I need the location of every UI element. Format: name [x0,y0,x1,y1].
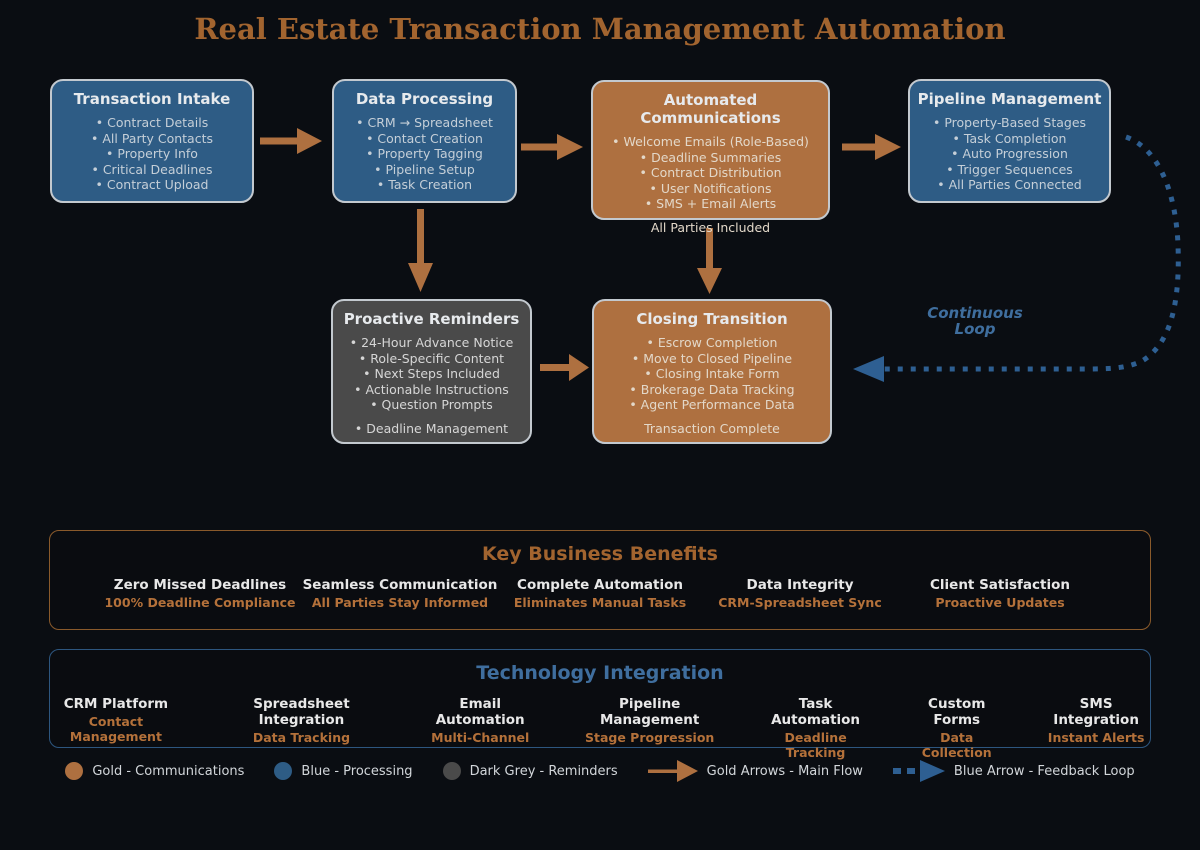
technology-item: Pipeline Management Stage Progression [584,696,715,745]
node-item: Actionable Instructions [339,382,524,397]
benefit-item: Zero Missed Deadlines 100% Deadline Comp… [104,577,296,610]
page-title: Real Estate Transaction Management Autom… [194,12,1006,46]
node-item: Property-Based Stages [916,115,1103,130]
node-item: Question Prompts [339,397,524,412]
node-item: Task Completion [916,131,1103,146]
node-closing-transition: Closing Transition Escrow Completion Mov… [592,299,832,444]
legend-item-feedback-loop: Blue Arrow - Feedback Loop [892,758,1135,784]
node-transaction-intake: Transaction Intake Contract Details All … [50,79,254,203]
technology-item: Email Automation Multi-Channel [431,696,530,745]
arrow-processing-to-communications-icon [521,134,583,160]
node-item: Next Steps Included [339,366,524,381]
legend-item-blue: Blue - Processing [274,762,413,780]
arrow-reminders-to-closing-icon [540,354,589,381]
node-item: SMS + Email Alerts [599,196,822,211]
node-item: Agent Performance Data [600,397,824,412]
benefit-item: Complete Automation Eliminates Manual Ta… [513,577,687,610]
technology-item: Task Automation Deadline Tracking [771,696,861,760]
node-item: User Notifications [599,181,822,196]
node-item: All Party Contacts [58,131,246,146]
technology-item: Spreadsheet Integration Data Tracking [252,696,351,745]
benefits-panel: Key Business Benefits Zero Missed Deadli… [49,530,1151,630]
node-item: 24-Hour Advance Notice [339,335,524,350]
legend-item-main-flow: Gold Arrows - Main Flow [647,758,863,784]
benefit-item: Client Satisfaction Proactive Updates [930,577,1070,610]
node-title: Automated Communications [640,91,781,127]
grey-circle-icon [442,762,461,780]
node-title: Closing Transition [636,310,788,328]
node-item: Move to Closed Pipeline [600,351,824,366]
node-pipeline-management: Pipeline Management Property-Based Stage… [908,79,1111,203]
node-title: Transaction Intake [73,90,231,108]
node-item: Trigger Sequences [916,162,1103,177]
node-title: Pipeline Management [917,90,1102,108]
node-item: Contract Details [58,115,246,130]
technology-item: Custom Forms Data Collection [921,696,992,760]
arrow-processing-to-reminders-icon [408,209,433,292]
technology-item: SMS Integration Instant Alerts [1047,696,1145,745]
node-item: Contact Creation [340,131,509,146]
node-item: Critical Deadlines [58,162,246,177]
arrow-communications-to-pipeline-icon [842,134,901,160]
node-item: Contract Upload [58,177,246,192]
node-item: Contract Distribution [599,165,822,180]
benefits-title: Key Business Benefits [481,543,718,565]
node-title: Proactive Reminders [343,310,520,328]
legend-item-gold: Gold - Communications [65,762,244,780]
node-footer: Transaction Complete [644,421,780,436]
node-item: All Parties Connected [916,177,1103,192]
benefit-item: Seamless Communication All Parties Stay … [302,577,498,610]
node-item: Task Creation [340,177,509,192]
arrow-communications-to-closing-icon [697,228,722,294]
technology-panel: Technology Integration CRM Platform Cont… [49,649,1151,760]
node-item: Property Tagging [340,146,509,161]
main-flow-arrow-icon [647,760,698,782]
node-proactive-reminders: Proactive Reminders 24-Hour Advance Noti… [331,299,532,444]
technology-title: Technology Integration [476,662,724,684]
arrow-intake-to-processing-icon [260,128,322,154]
node-item: Deadline Summaries [599,150,822,165]
node-item: Escrow Completion [600,335,824,350]
legend: Gold - Communications Blue - Processing … [0,758,1200,784]
node-item: Pipeline Setup [340,162,509,177]
gold-circle-icon [65,762,84,780]
node-item: CRM → Spreadsheet [340,115,509,130]
blue-circle-icon [274,762,293,780]
node-item: Brokerage Data Tracking [600,382,824,397]
node-item: Closing Intake Form [600,366,824,381]
node-title: Data Processing [355,90,494,108]
node-item: Welcome Emails (Role-Based) [599,134,822,149]
benefit-item: Data Integrity CRM-Spreadsheet Sync [718,577,882,610]
node-item: Property Info [58,146,246,161]
node-item: Role-Specific Content [339,351,524,366]
legend-item-grey: Dark Grey - Reminders [442,762,618,780]
node-footer: All Parties Included [650,220,771,235]
feedback-arrow-icon [892,760,945,782]
continuous-loop-label: Continuous Loop [927,304,1023,338]
node-automated-communications: Automated Communications Welcome Emails … [591,80,830,235]
node-item: Auto Progression [916,146,1103,161]
node-data-processing: Data Processing CRM → Spreadsheet Contac… [332,79,517,203]
node-footer: Deadline Management [339,421,524,436]
technology-item: CRM Platform Contact Management [63,696,169,744]
